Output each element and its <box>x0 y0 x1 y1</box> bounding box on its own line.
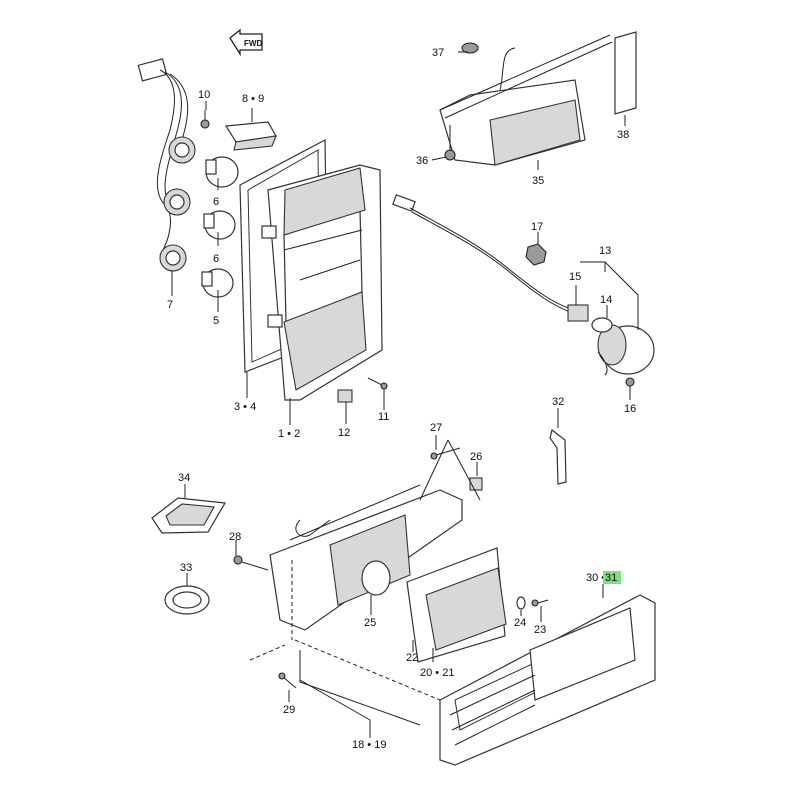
callout-29: 29 <box>283 704 295 716</box>
screw-29 <box>278 672 297 689</box>
bulb-5 <box>201 268 234 298</box>
callout-24: 24 <box>514 617 526 629</box>
callout-23: 23 <box>534 624 546 636</box>
bolt-36 <box>444 125 456 161</box>
callout-31: 31 <box>605 572 617 584</box>
callout-37: 37 <box>432 47 444 59</box>
clip-8-9 <box>224 108 277 151</box>
callout-labels: 37 38 36 35 10 8 • 9 6 6 7 5 3 • 4 1 • 2… <box>167 47 636 751</box>
harness-connector <box>392 194 577 315</box>
grommet-37 <box>461 42 479 54</box>
callout-34: 34 <box>178 472 190 484</box>
callout-22: 22 <box>406 652 418 664</box>
highlight-31 <box>603 571 621 584</box>
leader-lines <box>171 51 639 738</box>
rubber-cap-34 <box>151 497 226 534</box>
callout-5: 5 <box>213 315 219 327</box>
bulb-6-lower <box>203 210 236 240</box>
bracket-32 <box>549 428 567 485</box>
callout-25: 25 <box>364 617 376 629</box>
callout-27: 27 <box>430 422 442 434</box>
washer-24 <box>516 596 526 610</box>
bulb-25 <box>361 560 391 596</box>
label-38 <box>614 31 637 115</box>
callout-20-21: 20 • 21 <box>420 667 454 679</box>
marker-lamp-13 <box>597 324 655 376</box>
screw-28 <box>233 555 269 571</box>
bulb-socket-middle <box>163 188 191 216</box>
callout-1-2: 1 • 2 <box>278 428 300 440</box>
socket-15 <box>567 304 589 322</box>
callout-11: 11 <box>378 411 389 423</box>
callout-6-lower: 6 <box>213 253 219 265</box>
lens-20-21 <box>425 567 507 651</box>
bulb-14 <box>591 317 613 333</box>
callout-16: 16 <box>624 403 636 415</box>
callout-28: 28 <box>229 531 241 543</box>
callout-7: 7 <box>167 299 173 311</box>
grommet-33 <box>164 585 210 615</box>
bulb-6-upper <box>205 156 239 188</box>
callout-36: 36 <box>416 155 428 167</box>
callout-12: 12 <box>338 427 350 439</box>
fwd-label: FWD <box>244 39 262 48</box>
callout-32: 32 <box>552 396 564 408</box>
fwd-arrow-icon: FWD <box>229 28 263 57</box>
callout-30: 30 • <box>586 572 605 584</box>
garnish-cover-30-31 <box>439 594 656 766</box>
callout-13: 13 <box>599 245 611 257</box>
screw-27 <box>430 447 461 460</box>
bulb-socket-lower <box>159 244 187 272</box>
fog-lamp-35 <box>439 34 613 166</box>
callout-6-upper: 6 <box>213 196 219 208</box>
callout-17: 17 <box>531 221 543 233</box>
screw-23 <box>531 599 549 607</box>
callout-3-4: 3 • 4 <box>234 401 256 413</box>
callout-38: 38 <box>617 129 629 141</box>
callout-15: 15 <box>569 271 581 283</box>
socket-harness <box>137 58 196 272</box>
clip-12 <box>337 389 353 403</box>
screw-11 <box>367 377 388 390</box>
nut-17 <box>525 243 547 266</box>
callout-33: 33 <box>180 562 192 574</box>
bulb-socket-upper <box>168 136 196 164</box>
callout-35: 35 <box>532 175 544 187</box>
callout-14: 14 <box>600 294 612 306</box>
callout-10: 10 <box>198 89 210 101</box>
callout-26: 26 <box>470 451 482 463</box>
screw-16 <box>625 377 635 387</box>
screw-10 <box>200 110 210 129</box>
callout-18-19: 18 • 19 <box>352 739 386 751</box>
rear-combination-lamp-1-2 <box>261 164 383 401</box>
callout-8-9: 8 • 9 <box>242 93 264 105</box>
